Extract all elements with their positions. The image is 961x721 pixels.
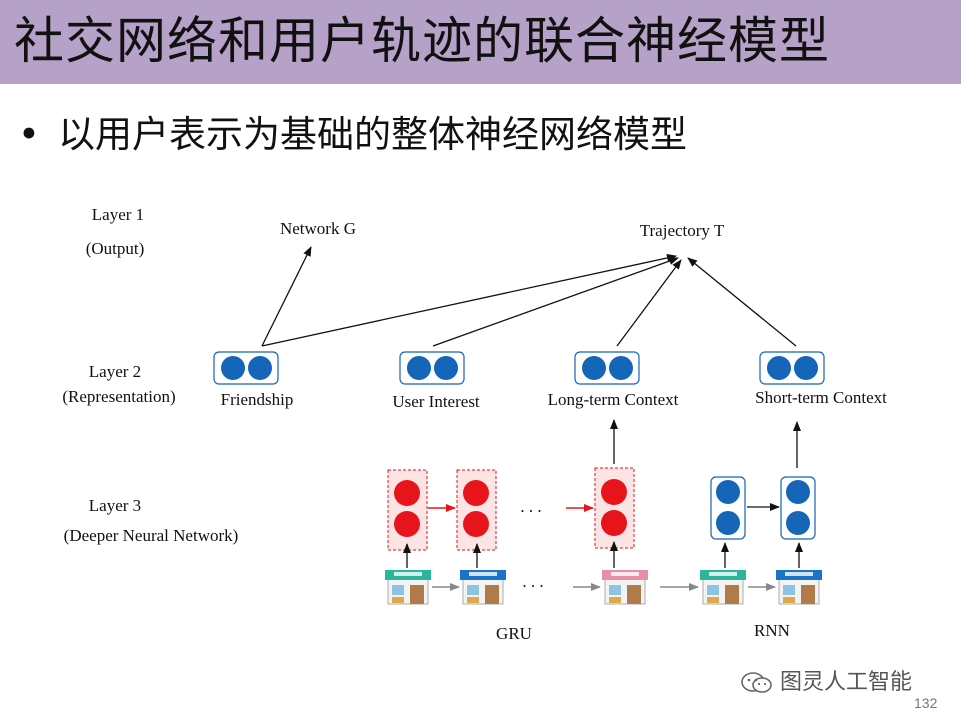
rnn-label: RNN [754,621,790,640]
arrow-shortterm-to-trajectory [687,257,797,347]
location-icon-3 [601,569,649,605]
svg-text:Layer 3: Layer 3 [89,496,141,515]
arrow-longterm-to-trajectory [616,259,682,347]
model-diagram: Layer 1 (Output) Layer 2 (Representation… [62,205,887,643]
bullet-point: • 以用户表示为基础的整体神经网络模型 [18,110,687,160]
svg-text:(Representation): (Representation) [62,387,175,406]
svg-text:Layer 2: Layer 2 [89,362,141,381]
arrow-friendship-to-trajectory [261,254,677,347]
sequence-ellipsis: . . . [522,572,543,591]
layer-label-1: Layer 1 (Output) [86,205,145,258]
bullet-text: 以用户表示为基础的整体神经网络模型 [58,113,687,156]
svg-text:(Deeper Neural Network): (Deeper Neural Network) [64,526,239,545]
output-arrows [261,246,797,347]
gru-label: GRU [496,624,532,643]
representation-long-term-context: Long-term Context [548,351,679,409]
representation-label: Friendship [221,390,294,409]
representation-label: User Interest [392,392,480,411]
wechat-icon [741,672,772,693]
output-trajectory-label: Trajectory T [640,221,725,240]
page-number: 132 [914,695,938,711]
location-icon-1 [384,569,432,605]
rnn-cell-1 [710,476,746,540]
gru-ellipsis: . . . [520,497,541,516]
slide-title: 社交网络和用户轨迹的联合神经模型 [14,12,830,70]
location-icon-2 [459,569,507,605]
representation-label: Long-term Context [548,390,679,409]
watermark-text: 图灵人工智能 [780,670,913,695]
arrow-friendship-to-network [261,246,312,347]
watermark: 图灵人工智能 [740,664,912,696]
representation-user-interest: User Interest [392,351,480,411]
gru-cell-3 [594,467,635,549]
input-arrows [403,541,803,568]
output-network-label: Network G [280,219,356,238]
title-bar: 社交网络和用户轨迹的联合神经模型 [0,0,961,84]
layer-label-2: Layer 2 (Representation) [62,362,175,406]
location-icon-4 [699,569,747,605]
svg-text:(Output): (Output) [86,239,145,258]
representation-short-term-context: Short-term Context [755,351,887,407]
representation-friendship: Friendship [213,351,294,409]
arrow-interest-to-trajectory [432,257,679,347]
location-icon-5 [775,569,823,605]
gru-cell-1 [387,469,428,551]
gru-cell-2 [456,469,497,551]
bullet-icon: • [18,113,40,156]
rnn-cell-2 [780,476,816,540]
representation-label: Short-term Context [755,388,887,407]
svg-text:Layer 1: Layer 1 [92,205,144,224]
layer-label-3: Layer 3 (Deeper Neural Network) [64,496,239,545]
